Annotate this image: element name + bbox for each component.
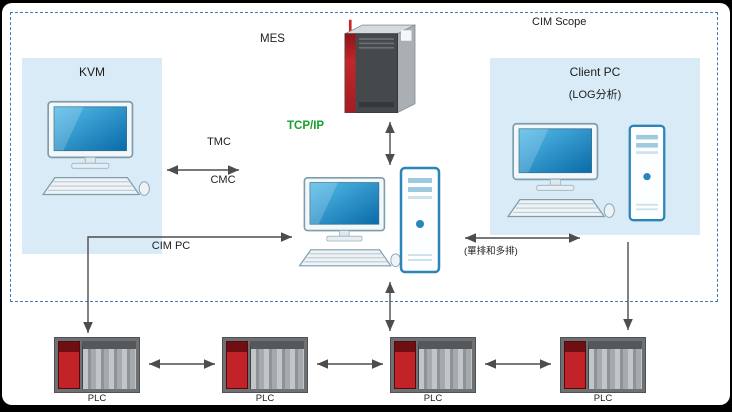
cim-pc-label: CIM PC: [151, 240, 191, 252]
cim-pc-tower-icon: [399, 166, 441, 274]
plc-image: [54, 337, 140, 393]
plc-image: [560, 337, 646, 393]
client-pc-icon: [507, 122, 616, 219]
plc-image: [222, 337, 308, 393]
plc-red-module: [394, 341, 416, 389]
plc-rack-modules: [588, 341, 642, 389]
plc-rack-modules: [82, 341, 136, 389]
client-pc-sublabel: (LOG分析): [568, 89, 622, 101]
plc-red-module: [564, 341, 586, 389]
plc-rack-modules: [418, 341, 472, 389]
plc-label: PLC: [423, 393, 443, 404]
kvm-label: KVM: [78, 65, 105, 79]
plc-image: [390, 337, 476, 393]
mes-server-icon: [343, 18, 417, 114]
client-pc-tower-icon: [628, 124, 666, 222]
mes-label: MES: [260, 33, 285, 45]
plc-label: PLC: [255, 393, 275, 404]
tmc-label: TMC: [207, 136, 231, 148]
plc-label: PLC: [593, 393, 613, 404]
cim-scope-label: CIM Scope: [532, 16, 587, 28]
client-pc-label: Client PC: [569, 65, 621, 79]
cim-pc-icon: [298, 177, 402, 268]
client-link-label: (單排和多排): [464, 246, 518, 257]
plc-rack-modules: [250, 341, 304, 389]
plc-red-module: [226, 341, 248, 389]
kvm-computer-icon: [42, 100, 151, 197]
plc-red-module: [58, 341, 80, 389]
tcpip-label: TCP/IP: [287, 120, 325, 132]
plc-label: PLC: [87, 393, 107, 404]
cmc-label: CMC: [210, 174, 236, 186]
cim-scope-box: [10, 12, 718, 302]
